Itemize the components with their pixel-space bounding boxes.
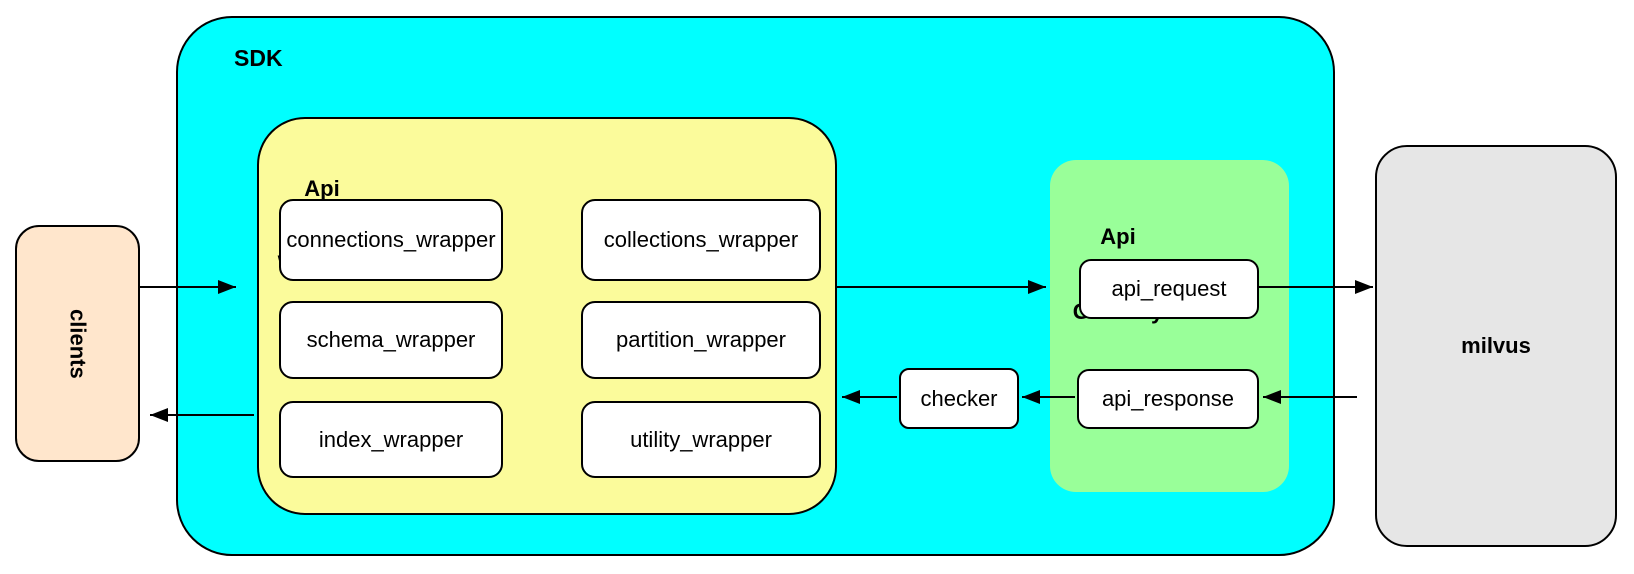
sdk-container: SDK Api Wrapper connections_wrapper coll… — [176, 16, 1335, 556]
milvus-label: milvus — [1461, 333, 1531, 358]
utility-wrapper-label: utility_wrapper — [630, 426, 772, 452]
partition-wrapper-label: partition_wrapper — [616, 327, 786, 352]
milvus-node: milvus — [1375, 145, 1617, 547]
index-wrapper-label: index_wrapper — [318, 426, 464, 452]
api-gateway-container: Api Gateway api_request api_response — [1050, 160, 1289, 492]
api-wrapper-container: Api Wrapper connections_wrapper collecti… — [257, 117, 837, 515]
api-request-label: api_request — [1111, 276, 1227, 301]
api-response-label: api_response — [1101, 386, 1235, 411]
api-request-node: api_request — [1079, 259, 1259, 319]
sdk-label: SDK — [234, 45, 283, 71]
api-response-node: api_response — [1077, 369, 1259, 429]
api-gateway-label-line1: Api — [1100, 224, 1136, 249]
schema-wrapper-label: schema_wrapper — [306, 327, 476, 352]
index-wrapper-node: index_wrapper — [279, 401, 503, 478]
utility-wrapper-node: utility_wrapper — [581, 401, 821, 478]
schema-wrapper-node: schema_wrapper — [279, 301, 503, 379]
clients-node: clients — [15, 225, 140, 462]
partition-wrapper-node: partition_wrapper — [581, 301, 821, 379]
connections-wrapper-node: connections_wrapper — [279, 199, 503, 281]
collections-wrapper-label: collections_wrapper — [603, 227, 799, 252]
connections-wrapper-label: connections_wrapper — [286, 227, 496, 252]
checker-label: checker — [920, 385, 998, 411]
clients-label: clients — [65, 308, 91, 379]
checker-node: checker — [899, 368, 1019, 429]
api-wrapper-label-line1: Api — [304, 176, 340, 201]
collections-wrapper-node: collections_wrapper — [581, 199, 821, 281]
